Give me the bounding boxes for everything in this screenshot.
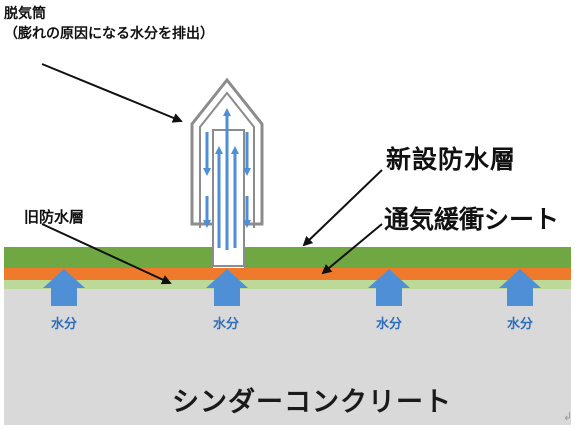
paragraph-mark: ↲: [563, 410, 573, 423]
base-label: シンダーコンクリート: [172, 387, 452, 418]
new-layer-label: 新設防水層: [386, 145, 517, 174]
up-arrow-icon: [499, 269, 541, 306]
new-waterproof-layer-left: [4, 247, 213, 268]
vapor-label: 水分: [213, 317, 240, 332]
venting-sheet-layer: [4, 268, 571, 280]
vapor-label: 水分: [507, 317, 534, 332]
vent-pipe-label: 脱気筒: [4, 6, 46, 22]
old-layer-label: 旧防水層: [24, 208, 85, 226]
up-arrow-icon: [206, 269, 248, 306]
leader-sheet: [321, 223, 383, 275]
up-arrow-icon: [43, 269, 85, 306]
up-arrow-icon: [368, 269, 410, 306]
leader-old-layer: [41, 223, 172, 285]
vapor-label: 水分: [376, 317, 403, 332]
new-waterproof-layer-right: [244, 247, 571, 268]
vent-pipe-sublabel: （膨れの原因になる水分を排出）: [4, 26, 214, 42]
sheet-label: 通気緩衝シート: [384, 205, 560, 234]
leader-vent: [41, 63, 183, 123]
cinder-concrete-base: [4, 289, 571, 425]
vapor-label: 水分: [51, 317, 78, 332]
vent-flow-arrows: [203, 108, 251, 250]
old-waterproof-layer: [4, 280, 571, 289]
leader-new-layer: [302, 169, 383, 247]
